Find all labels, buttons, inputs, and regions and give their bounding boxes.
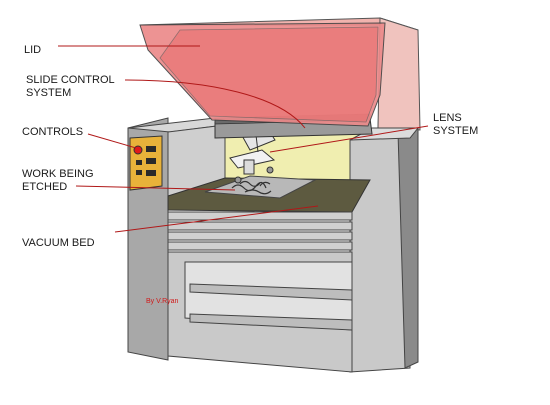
label-slide-control-line1: SLIDE CONTROL (26, 74, 115, 87)
label-slide-control-line2: SYSTEM (26, 87, 115, 100)
label-lid: LID (24, 44, 41, 57)
label-vacuum-bed: VACUUM BED (22, 237, 95, 250)
front-grill (168, 212, 352, 250)
label-work-being-etched: WORK BEING ETCHED (22, 168, 94, 194)
lid-glass (160, 27, 378, 122)
control-panel (130, 136, 162, 190)
label-slide-control: SLIDE CONTROL SYSTEM (26, 74, 115, 100)
label-work-line2: ETCHED (22, 181, 94, 194)
label-controls: CONTROLS (22, 126, 83, 139)
label-lens-system: LENS SYSTEM (433, 112, 478, 138)
label-lens-line1: LENS (433, 112, 478, 125)
label-lens-line2: SYSTEM (433, 125, 478, 138)
label-work-line1: WORK BEING (22, 168, 94, 181)
credit-text: By V.Ryan (146, 298, 178, 305)
